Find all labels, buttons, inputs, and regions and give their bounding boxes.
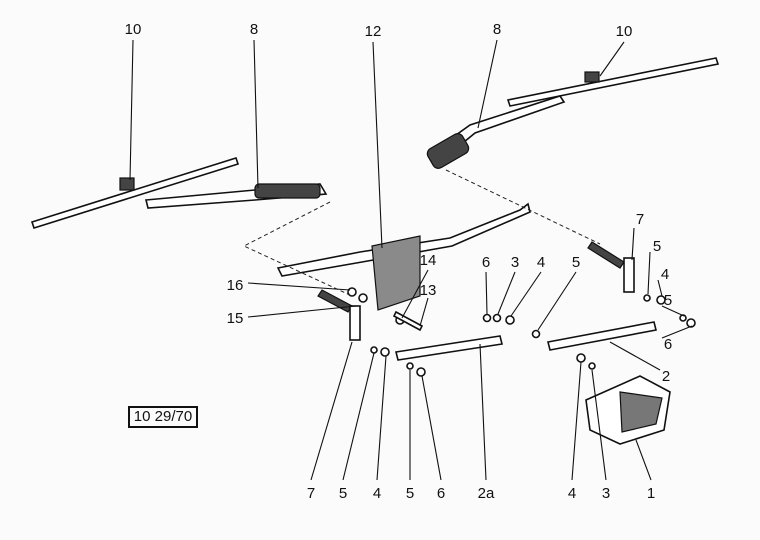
reference-code-box: 10 29/70 [128, 406, 198, 428]
callout-5-bottom-a: 5 [339, 485, 347, 502]
link-rods [395, 321, 657, 361]
callout-15: 15 [227, 310, 244, 327]
callout-3-bottom: 3 [602, 485, 610, 502]
callout-6-bottom: 6 [437, 485, 445, 502]
callout-6-right: 6 [664, 336, 672, 353]
callout-5-right-b: 5 [664, 292, 672, 309]
callout-13: 13 [420, 282, 437, 299]
left-pivot-assembly [317, 287, 424, 341]
callout-2: 2 [662, 368, 670, 385]
callout-6-mid: 6 [482, 254, 490, 271]
callout-3-mid: 3 [511, 254, 519, 271]
callout-7-left: 7 [307, 485, 315, 502]
callout-labels: 10 8 12 8 10 7 5 4 5 6 2 16 14 13 15 6 3… [125, 21, 673, 502]
callout-12: 12 [365, 23, 382, 40]
callout-5-mid: 5 [572, 254, 580, 271]
callout-7-right: 7 [636, 211, 644, 228]
wiper-motor [585, 375, 671, 445]
callout-8-left: 8 [250, 21, 258, 38]
callout-4-mid: 4 [537, 254, 545, 271]
callout-5-right-a: 5 [653, 238, 661, 255]
leader-lines [129, 39, 693, 481]
left-wiper-blade [30, 157, 240, 229]
callout-10-right: 10 [616, 23, 633, 40]
callout-10-left: 10 [125, 21, 142, 38]
callout-14: 14 [420, 252, 437, 269]
small-nuts-washers [370, 294, 696, 377]
linkage-frame [276, 202, 531, 311]
callout-16: 16 [227, 277, 244, 294]
callout-1: 1 [647, 485, 655, 502]
callout-4-right: 4 [661, 266, 669, 283]
callout-4-bottom-a: 4 [373, 485, 381, 502]
right-wiper-arm [426, 95, 566, 169]
callout-5-bottom-b: 5 [406, 485, 414, 502]
right-pivot-assembly [587, 241, 635, 293]
callout-4-bottom-b: 4 [568, 485, 576, 502]
callout-2a: 2a [478, 485, 495, 502]
right-wiper-blade [506, 57, 720, 107]
callout-8-right: 8 [493, 21, 501, 38]
left-wiper-arm [144, 183, 328, 209]
